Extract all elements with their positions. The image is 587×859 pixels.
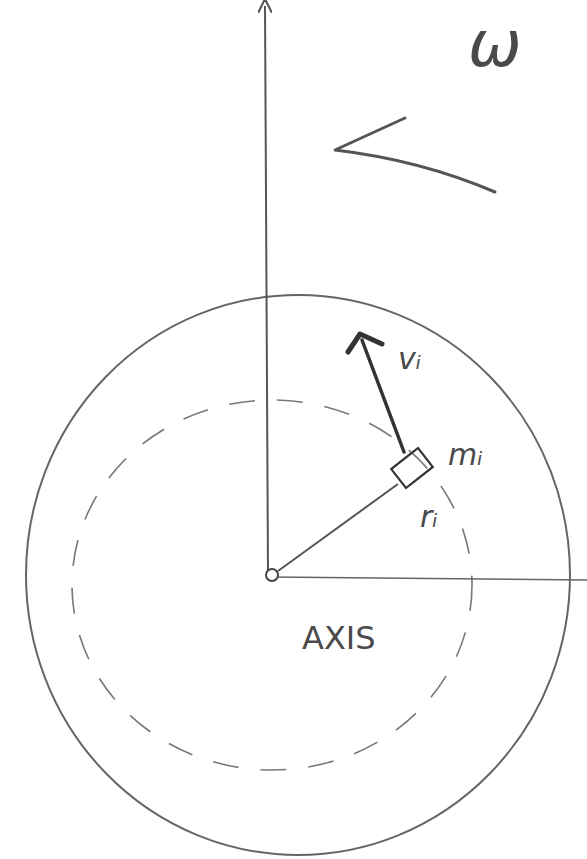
radius-label: rᵢ xyxy=(420,502,438,532)
radius-line xyxy=(278,484,398,571)
velocity-label: vᵢ xyxy=(398,344,421,374)
mass-label: mᵢ xyxy=(448,440,483,470)
mass-element xyxy=(391,448,433,488)
body-outline xyxy=(26,295,570,855)
velocity-arrow xyxy=(362,340,404,452)
reference-line xyxy=(272,577,587,580)
rotation-arrow xyxy=(335,118,495,192)
axis-arrow xyxy=(265,6,268,575)
angular-velocity-symbol: ω xyxy=(468,12,522,76)
velocity-arrowhead xyxy=(348,334,382,352)
particle-path xyxy=(72,400,472,770)
axis-point xyxy=(266,569,278,581)
axis-label: AXIS xyxy=(302,622,376,654)
